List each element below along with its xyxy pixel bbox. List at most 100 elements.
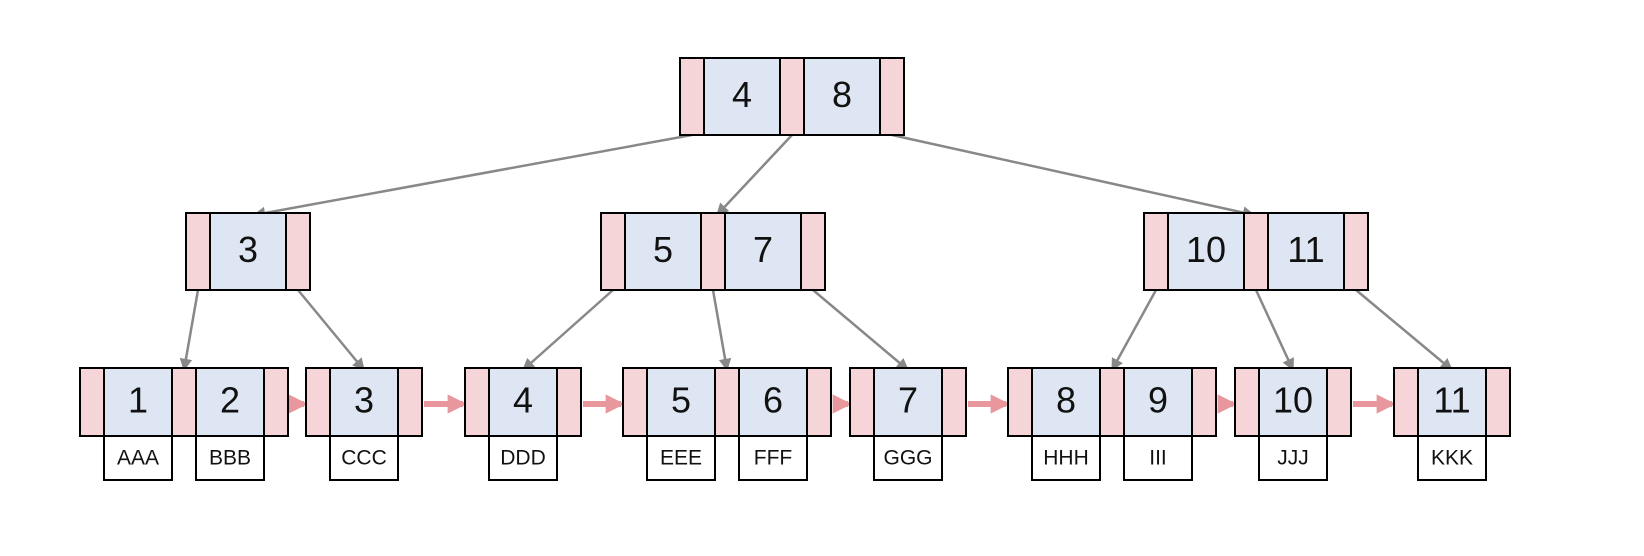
value-cell: [1031, 435, 1101, 481]
pointer-cell: [1143, 212, 1169, 291]
pointer-cell: [171, 367, 197, 437]
pointer-cell: [849, 367, 875, 437]
pointer-cell: [700, 212, 726, 291]
pointer-cell: [600, 212, 626, 291]
value-label: BBB: [209, 447, 251, 470]
key-label: 6: [763, 380, 783, 421]
pointer-cell: [1326, 367, 1352, 437]
key-cell: [195, 367, 265, 437]
key-label: 2: [220, 380, 240, 421]
pointer-cell: [1243, 212, 1269, 291]
key-label: 3: [354, 380, 374, 421]
child-pointer-arrow: [252, 133, 693, 220]
pointer-cell: [1234, 367, 1260, 437]
pointer-cell: [879, 57, 905, 136]
key-cell: [803, 57, 881, 136]
value-label: JJJ: [1277, 447, 1309, 470]
pointer-cell: [1485, 367, 1511, 437]
value-label: CCC: [341, 447, 387, 470]
child-pointer-arrow: [812, 289, 909, 371]
child-pointer-arrow: [522, 289, 614, 371]
key-label: 4: [732, 74, 752, 115]
value-label: EEE: [660, 447, 702, 470]
key-label: 10: [1186, 229, 1226, 270]
value-cell: [103, 435, 173, 481]
value-cell: [329, 435, 399, 481]
key-cell: [738, 367, 808, 437]
internal-node: 3: [185, 212, 311, 291]
key-label: 1: [128, 380, 148, 421]
value-label: HHH: [1043, 447, 1089, 470]
key-label: 8: [832, 74, 852, 115]
key-label: 7: [898, 380, 918, 421]
value-label: AAA: [117, 447, 159, 470]
key-cell: [1258, 367, 1328, 437]
pointer-cell: [1393, 367, 1419, 437]
child-pointer-arrow: [1110, 289, 1158, 372]
child-pointer-arrow: [1355, 289, 1453, 371]
key-label: 3: [238, 229, 258, 270]
pointer-cell: [79, 367, 105, 437]
pointer-cell: [622, 367, 648, 437]
value-cell: [195, 435, 265, 481]
key-label: 5: [653, 229, 673, 270]
pointer-cell: [464, 367, 490, 437]
pointer-cell: [1099, 367, 1125, 437]
key-label: 4: [513, 380, 533, 421]
child-pointer-arrow: [179, 289, 200, 372]
value-cell: [488, 435, 558, 481]
key-cell: [103, 367, 173, 437]
key-label: 10: [1273, 380, 1313, 421]
value-label: III: [1149, 447, 1167, 470]
pointer-cell: [556, 367, 582, 437]
pointer-cell: [305, 367, 331, 437]
child-pointer-arrow: [297, 289, 365, 371]
pointer-cell: [1343, 212, 1369, 291]
value-cell: [1123, 435, 1193, 481]
pointer-cell: [800, 212, 826, 291]
key-cell: [329, 367, 399, 437]
pointer-cell: [714, 367, 740, 437]
pointer-cell: [285, 212, 311, 291]
value-label: KKK: [1431, 447, 1473, 470]
key-label: 9: [1148, 380, 1168, 421]
child-pointer-arrow: [891, 133, 1256, 219]
value-label: FFF: [754, 447, 792, 470]
value-label: DDD: [500, 447, 546, 470]
key-label: 11: [1433, 380, 1470, 421]
key-label: 7: [753, 229, 773, 270]
tree-edges: [179, 133, 1453, 372]
key-cell: [1167, 212, 1245, 291]
pointer-cell: [941, 367, 967, 437]
child-pointer-arrow: [1254, 289, 1295, 372]
key-label: 8: [1056, 380, 1076, 421]
pointer-cell: [397, 367, 423, 437]
value-label: GGG: [883, 447, 932, 470]
key-label: 5: [671, 380, 691, 421]
pointer-cell: [806, 367, 832, 437]
value-cell: [1417, 435, 1487, 481]
pointer-cell: [679, 57, 705, 136]
child-pointer-arrow: [716, 134, 793, 216]
value-cell: [738, 435, 808, 481]
value-cell: [873, 435, 943, 481]
value-cell: [646, 435, 716, 481]
pointer-cell: [1007, 367, 1033, 437]
key-cell: [1031, 367, 1101, 437]
pointer-cell: [263, 367, 289, 437]
pointer-cell: [779, 57, 805, 136]
key-cell: [624, 212, 702, 291]
pointer-cell: [1191, 367, 1217, 437]
